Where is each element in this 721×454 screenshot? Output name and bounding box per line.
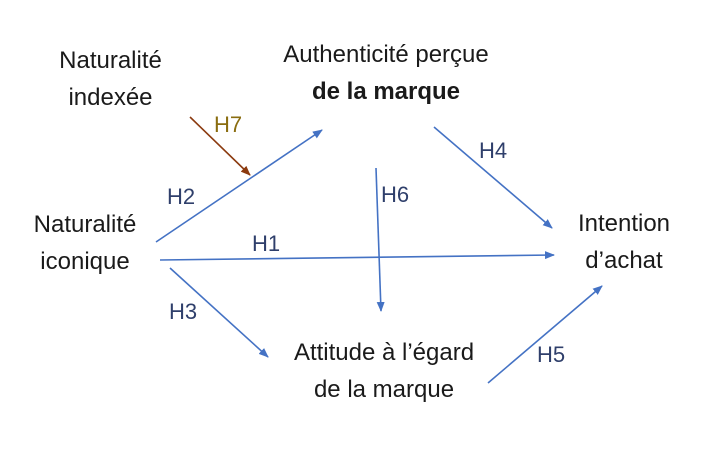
label-h2: H2: [167, 184, 196, 209]
arrow-h6: [375, 167, 385, 312]
arrow-h4: [433, 126, 553, 229]
label-h7: H7: [214, 112, 243, 137]
node-brand-authenticity-line2: de la marque: [311, 78, 461, 105]
arrow-h1: [159, 251, 555, 261]
node-iconic-naturalness: Naturalité iconique: [10, 206, 160, 280]
label-h3: H3: [169, 299, 198, 324]
node-iconic-naturalness-line2: iconique: [40, 248, 130, 275]
node-brand-attitude-line1: Attitude à l’égard: [293, 339, 475, 366]
arrow-h7: [189, 116, 251, 176]
node-iconic-naturalness-line1: Naturalité: [33, 211, 137, 238]
node-purchase-intention-line1: Intention: [577, 210, 671, 237]
label-h4: H4: [479, 138, 508, 163]
arrow-h5: [487, 285, 603, 384]
node-indexed-naturalness-line2: indexée: [68, 84, 153, 111]
arrow-h3: [169, 267, 269, 358]
node-brand-authenticity: Authenticité perçue de la marque: [250, 36, 522, 110]
node-purchase-intention-line2: d’achat: [585, 247, 663, 274]
arrow-h2: [155, 129, 323, 243]
node-indexed-naturalness: Naturalité indexée: [28, 42, 193, 116]
label-h6: H6: [381, 182, 410, 207]
label-h5: H5: [537, 342, 566, 367]
node-indexed-naturalness-line1: Naturalité: [59, 47, 162, 74]
node-brand-authenticity-line1: Authenticité perçue: [283, 41, 489, 68]
label-h1: H1: [252, 231, 281, 256]
node-brand-attitude: Attitude à l’égard de la marque: [268, 334, 500, 408]
node-purchase-intention: Intention d’achat: [556, 205, 692, 279]
node-brand-attitude-line2: de la marque: [313, 376, 455, 403]
